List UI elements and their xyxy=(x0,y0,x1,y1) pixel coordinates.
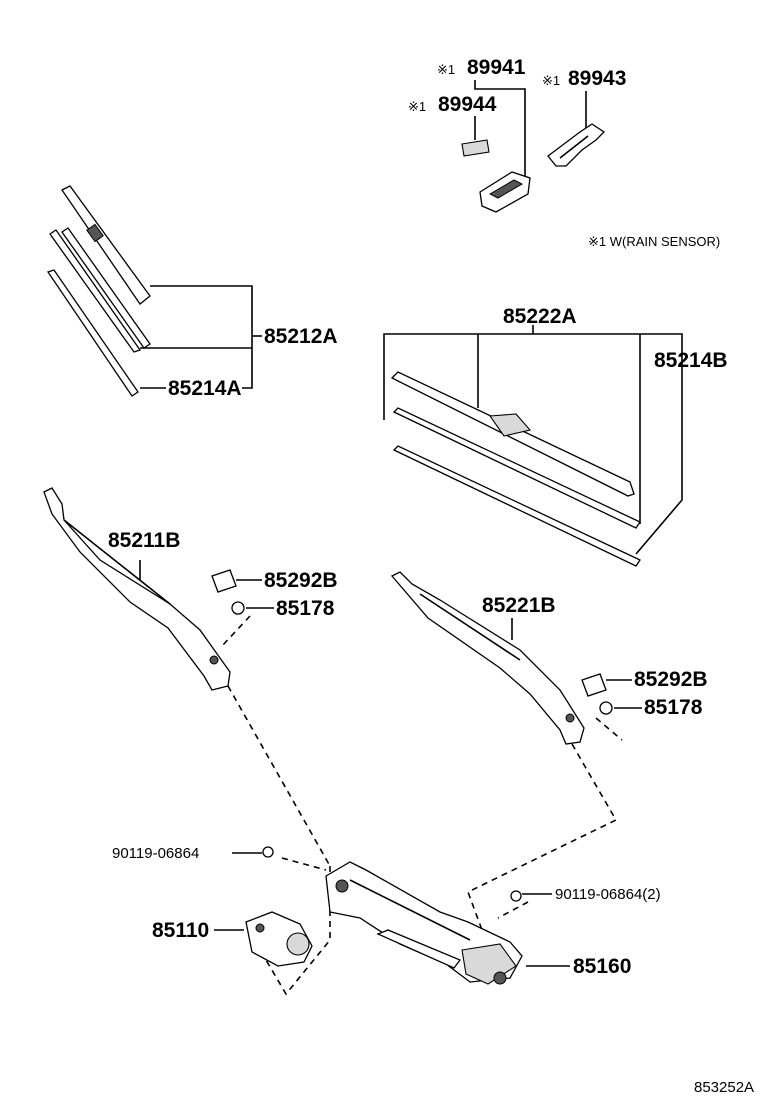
dash-right-bolt xyxy=(497,901,529,919)
label-85178-left: 85178 xyxy=(276,597,335,620)
wiper-link-lower-rod xyxy=(376,929,462,969)
rain-sensor-face xyxy=(488,179,524,199)
label-85211B: 85211B xyxy=(108,529,180,552)
dash-left-bolt xyxy=(281,857,327,871)
right-blade-clip xyxy=(488,413,532,437)
label-90119-right: 90119-06864(2) xyxy=(555,886,661,903)
label-85212A: 85212A xyxy=(264,325,338,348)
left-arm-ridge xyxy=(63,519,171,605)
bracket-85212A xyxy=(150,285,253,389)
right-arm-group: 85221B 85292B 85178 xyxy=(390,571,708,745)
label-90119-left: 90119-06864 xyxy=(112,845,199,862)
rain-sensor-group: ※1 89941 ※1 89944 ※1 89943 ※1 W(RAIN SEN… xyxy=(408,56,720,249)
left-blade-clip xyxy=(86,223,104,243)
left-blade-top-part xyxy=(61,185,151,305)
dash-right-nut xyxy=(595,717,623,741)
label-89943: 89943 xyxy=(568,67,626,90)
left-arm-pivot xyxy=(209,655,219,665)
label-85222A: 85222A xyxy=(503,305,577,328)
left-bolt-part xyxy=(262,846,274,858)
label-89944: 89944 xyxy=(438,93,497,116)
left-pivot-boss xyxy=(335,879,349,893)
dash-right-arm-to-link xyxy=(466,743,618,931)
sensor-pad-part xyxy=(461,139,490,157)
wiper-motor-shaft xyxy=(255,923,265,933)
label-85292B-left: 85292B xyxy=(264,569,338,592)
right-pivot-boss xyxy=(493,971,507,985)
figure-code: 853252A xyxy=(694,1079,754,1096)
mark-89943: ※1 xyxy=(542,73,560,88)
wiper-link-rod xyxy=(349,879,471,941)
right-blade-group: 85222A 85214B xyxy=(383,305,728,567)
bolts-group: 90119-06864 90119-06864(2) xyxy=(112,845,661,903)
linkage-group: 85160 xyxy=(325,861,631,985)
label-85214B: 85214B xyxy=(654,349,728,372)
right-cap-85292B-part xyxy=(581,673,607,697)
rain-sensor-note: ※1 W(RAIN SENSOR) xyxy=(588,234,720,249)
right-refill-85214B-part xyxy=(392,445,641,567)
dash-left-nut xyxy=(221,615,251,647)
left-blade-rubber-part xyxy=(49,229,142,353)
left-cap-85292B-part xyxy=(211,569,237,593)
mark-89944: ※1 xyxy=(408,99,426,114)
right-arm-ridge xyxy=(419,593,521,661)
right-arm-pivot xyxy=(565,713,575,723)
sensor-cover-detail xyxy=(559,135,589,159)
leader-89941 xyxy=(474,80,526,178)
label-85160: 85160 xyxy=(573,955,631,978)
mark-89941: ※1 xyxy=(437,62,455,77)
left-arm-85211B-part xyxy=(43,487,231,691)
right-arm-85221B-part xyxy=(390,571,585,745)
label-85110: 85110 xyxy=(152,919,209,942)
label-89941: 89941 xyxy=(467,56,526,79)
label-85221B: 85221B xyxy=(482,594,556,617)
motor-group: 85110 xyxy=(152,911,313,967)
right-bolt-part xyxy=(510,890,522,902)
label-85178-right: 85178 xyxy=(644,696,703,719)
left-nut-85178-part xyxy=(231,601,245,615)
left-blade-strip-part xyxy=(61,227,151,349)
right-nut-85178-part xyxy=(599,701,613,715)
wiper-motor-housing xyxy=(286,932,310,956)
left-arm-group: 85211B 85292B 85178 xyxy=(43,487,338,691)
dash-left-arm-to-link xyxy=(227,685,331,867)
label-85214A: 85214A xyxy=(168,377,242,400)
right-blade-strip-part xyxy=(392,407,641,529)
left-blade-group: 85212A 85214A xyxy=(46,185,338,400)
left-refill-85214A-part xyxy=(46,269,139,397)
label-85292B-right: 85292B xyxy=(634,668,708,691)
bracket-85222A xyxy=(383,333,683,555)
